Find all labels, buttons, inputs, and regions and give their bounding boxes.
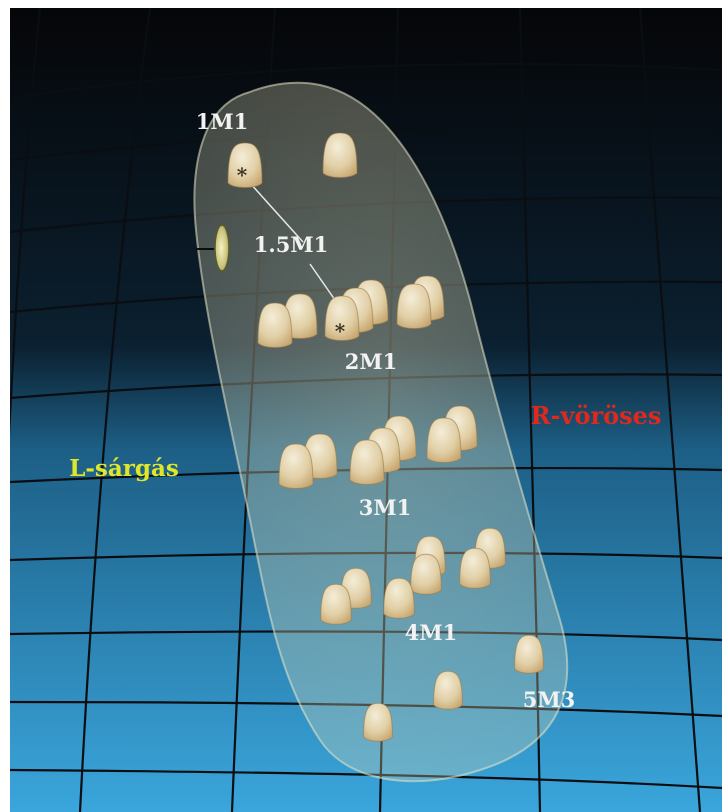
shade-tab-tooth — [322, 132, 358, 178]
grid-latitude-line — [10, 62, 722, 100]
grid-longitude-line — [78, 8, 152, 812]
shade-tab-tooth — [514, 634, 544, 674]
reference-asterisk-2m1: * — [335, 319, 346, 343]
shade-tab-tooth — [433, 670, 463, 710]
shade-tab-tooth — [426, 417, 462, 463]
grid-longitude-line — [10, 8, 42, 435]
shade-tab-tooth — [410, 553, 442, 595]
lightness-marker — [196, 224, 230, 272]
shade-tab-tooth — [324, 295, 360, 341]
connector-lines — [249, 182, 336, 301]
shade-tab-tooth — [396, 283, 432, 329]
shade-tab-tooth — [383, 577, 415, 619]
shade-tab-tooth — [320, 583, 352, 625]
axis-label-yellow: L-sárgás — [69, 455, 179, 482]
shade-tab-tooth — [363, 702, 393, 742]
shade-tab-tooth — [349, 439, 385, 485]
label-3m1: 3M1 — [359, 495, 411, 520]
label-4m1: 4M1 — [405, 620, 457, 645]
shade-tab-tooth — [278, 443, 314, 489]
label-5m3: 5M3 — [523, 687, 575, 712]
shade-tabs — [227, 132, 544, 742]
label-1m1: 1M1 — [196, 109, 248, 134]
axis-label-red: R-vöröses — [531, 401, 662, 430]
label-2m1: 2M1 — [345, 349, 397, 374]
shade-tab-tooth — [257, 302, 293, 348]
label-1-5m1: 1.5M1 — [254, 232, 328, 257]
shade-tab-tooth — [227, 142, 263, 188]
shade-tab-tooth — [459, 547, 491, 589]
reference-asterisk-1m1: * — [237, 163, 248, 187]
